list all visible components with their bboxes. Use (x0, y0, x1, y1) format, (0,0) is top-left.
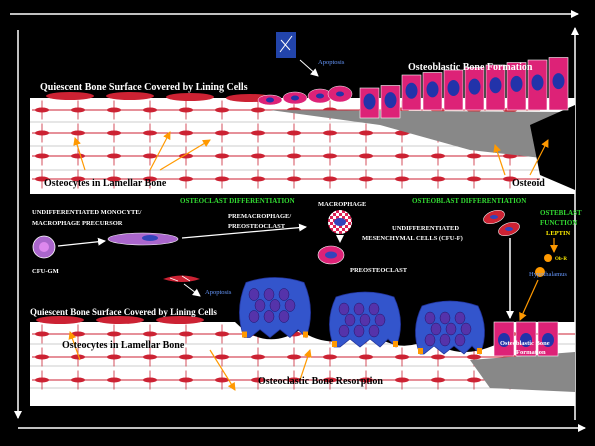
osteoclast-nucleus (344, 313, 356, 327)
osteoclast-nucleus (353, 302, 365, 316)
bottom-osteoblasts (493, 321, 559, 357)
premacrophage-label-1: PREMACROPHAGE/ (228, 213, 291, 220)
top-osteoid (270, 110, 560, 160)
apoptotic-cell-top (276, 32, 296, 58)
macrophage-label: MACROPHAGE (318, 201, 366, 208)
ob-r-label: Ob-R (555, 257, 567, 262)
osteoclast-nucleus (454, 333, 466, 347)
apoptosis-label-top: Apoptosis (318, 59, 345, 66)
osteoclast-nucleus (430, 322, 442, 336)
osteoclasts (239, 277, 485, 355)
top-lining-cells (46, 92, 274, 102)
osteoblast-function-label-2: FUNCTION (540, 219, 577, 227)
hypothalamus-node (535, 267, 545, 277)
osteoclast-nucleus (353, 324, 365, 338)
undifferentiated-monocyte-label-1: UNDIFFERENTIATED MONOCYTE/ (32, 209, 142, 216)
osteoclast-nucleus (445, 322, 457, 336)
macrophage-cell (328, 210, 352, 234)
osteoclast-nucleus (368, 324, 380, 338)
osteoclast-differentiation-label: OSTEOCLAST DIFFERENTIATION (180, 197, 295, 205)
apoptosis-label-bottom: Apoptosis (205, 289, 232, 296)
quiescent-surface-label-bottom: Quiescent Bone Surface Covered by Lining… (30, 307, 217, 317)
preosteoclast-cell (317, 245, 345, 265)
osteoclast-nucleus (248, 288, 260, 301)
osteoclast-nucleus (338, 324, 350, 338)
osteoclast-nucleus (278, 288, 290, 301)
osteoid-label: Osteoid (512, 178, 545, 189)
osteoclast-nucleus (338, 302, 350, 316)
osteoclast-nucleus (439, 311, 451, 325)
undifferentiated-mesenchymal-label-2: MESENCHYMAL CELLS (CFU-F) (362, 235, 463, 242)
osteoclast-nucleus (254, 299, 266, 312)
premacrophage-label-2: PREOSTEOCLAST (228, 223, 286, 230)
osteoclast-nucleus (424, 311, 436, 325)
osteoclast-nucleus (454, 311, 466, 325)
osteoclast-nucleus (278, 310, 290, 323)
osteoclast-nucleus (359, 313, 371, 327)
top-orange-arrows (73, 131, 549, 176)
leptin-label: LEPTIN (546, 230, 571, 237)
differentiation-panel: OSTEOCLAST DIFFERENTIATION OSTEOBLAST DI… (32, 197, 582, 321)
mesenchymal-cells (483, 209, 520, 237)
osteoblastic-formation-label-bottom-1: Osteoblastic Bone (500, 340, 550, 347)
ob-r-receptor (544, 254, 552, 262)
cfu-gm-cell (32, 235, 56, 259)
undifferentiated-monocyte-label-2: MACROPHAGE PRECURSOR (32, 220, 123, 227)
hypothalamus-label: Hypothalamus (529, 271, 567, 278)
osteoclast-nucleus (263, 288, 275, 301)
osteoclast-nucleus (284, 299, 296, 312)
undifferentiated-mesenchymal-label-1: UNDIFFERENTIATED (392, 225, 459, 232)
osteoclastic-resorption-label: Osteoclastic Bone Resorption (258, 376, 383, 387)
top-osteoblasts (257, 57, 569, 119)
osteocytes-label-bottom: Osteocytes in Lamellar Bone (62, 340, 185, 351)
monocyte-precursor-cell (107, 232, 179, 246)
bottom-orange-arrows (68, 331, 312, 391)
osteoblast-differentiation-label: OSTEOBLAST DIFFERENTIATION (412, 197, 526, 205)
bottom-bone-panel: Quiescent Bone Surface Covered by Lining… (30, 275, 575, 406)
osteoclast-nucleus (460, 322, 472, 336)
top-black-wedge (530, 105, 575, 190)
bottom-osteoid (470, 352, 575, 392)
osteoblastic-formation-label-bottom-2: Formation (516, 349, 546, 356)
osteoclast-nucleus (368, 302, 380, 316)
cfu-gm-label: CFU-GM (32, 268, 59, 275)
preosteoclast-label: PREOSTEOCLAST (350, 267, 408, 274)
osteoblastic-formation-label-top: Osteoblastic Bone Formation (408, 62, 533, 73)
bottom-lining-cells (36, 316, 204, 324)
quiescent-surface-label-top: Quiescent Bone Surface Covered by Lining… (40, 82, 248, 93)
top-bone-panel: Quiescent Bone Surface Covered by Lining… (30, 32, 575, 194)
osteoclast-nucleus (424, 333, 436, 347)
osteoclast-nucleus (374, 313, 386, 327)
osteocytes-label-top: Osteocytes in Lamellar Bone (44, 178, 167, 189)
osteoclast-nucleus (248, 310, 260, 323)
osteoclast-nucleus (269, 299, 281, 312)
apoptotic-cell-bottom (163, 275, 200, 282)
osteoclast-nucleus (263, 310, 275, 323)
osteoclast-nucleus (439, 333, 451, 347)
osteoblast-function-label-1: OSTEBLAST (540, 209, 582, 217)
